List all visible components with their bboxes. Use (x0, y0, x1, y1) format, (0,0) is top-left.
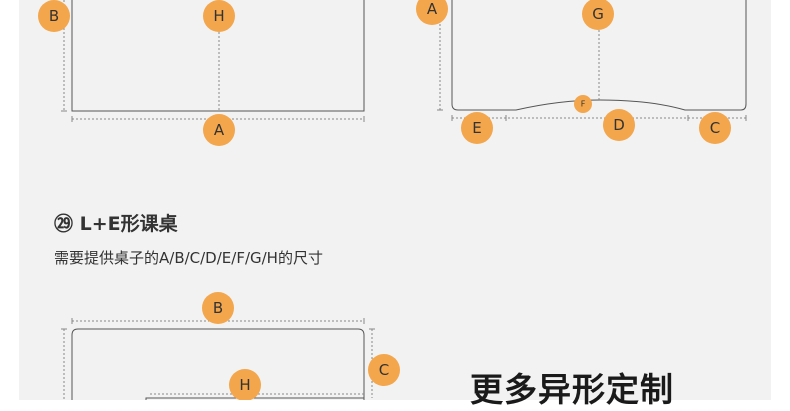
section-description: 需要提供桌子的A/B/C/D/E/F/G/H的尺寸 (54, 249, 323, 267)
diagram-top-left: B H A (38, 0, 365, 146)
section-name: L+E形课桌 (79, 213, 178, 235)
badge-E: E (461, 112, 493, 144)
badge-label: B (49, 7, 59, 25)
badge-C: C (699, 112, 731, 144)
badge-label: H (239, 376, 250, 394)
badge-label: F (581, 100, 586, 109)
badge-label: H (213, 7, 224, 25)
badge-C: C (368, 354, 400, 386)
badge-label: C (710, 119, 720, 137)
badge-H: H (203, 0, 235, 32)
badge-F: F (574, 95, 592, 113)
badge-label: A (214, 121, 225, 139)
badge-label: G (592, 5, 604, 23)
badge-label: B (213, 299, 223, 317)
promo-headline: 更多异形定制 (470, 370, 674, 409)
badge-B: B (202, 292, 234, 324)
content-panel (19, 0, 771, 400)
badge-label: E (472, 119, 481, 137)
badge-label: A (427, 0, 438, 18)
badge-label: C (379, 361, 389, 379)
badge-D: D (603, 109, 635, 141)
section-number: ㉙ (54, 213, 74, 235)
badge-A: A (203, 114, 235, 146)
badge-B: B (38, 0, 70, 32)
badge-G: G (582, 0, 614, 30)
diagram-bottom-left: B C H (61, 292, 400, 400)
badge-label: D (613, 116, 625, 134)
section-title: ㉙ L+E形课桌 (54, 209, 178, 236)
diagram-top-right: A G F E D C (416, 0, 747, 144)
badge-A: A (416, 0, 448, 25)
badge-H: H (229, 369, 261, 400)
dimension-diagrams: B H A A G F (38, 0, 747, 400)
